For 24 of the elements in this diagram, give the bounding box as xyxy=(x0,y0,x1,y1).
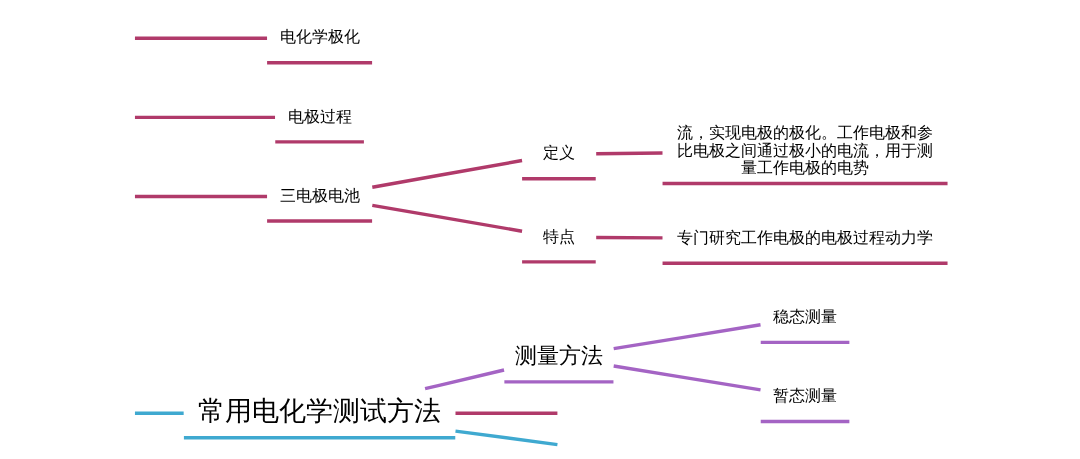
node-text: 三电极电池 xyxy=(279,185,360,205)
connector xyxy=(134,194,267,199)
node-text: 专门研究工作电极的电极过程动力学 xyxy=(676,227,933,247)
node-text: 特点 xyxy=(542,226,575,246)
connector xyxy=(134,36,267,40)
connector xyxy=(134,411,184,415)
connector xyxy=(595,151,662,156)
connector xyxy=(134,115,275,120)
connector xyxy=(424,368,504,391)
connector xyxy=(454,429,558,447)
node-text: 测量方法 xyxy=(514,342,603,368)
connector xyxy=(371,203,522,233)
node-text: 电极过程 xyxy=(287,106,352,126)
connector xyxy=(595,235,662,240)
node-text: 稳态测量 xyxy=(772,307,837,327)
connector xyxy=(455,411,557,415)
node-text: 暂态测量 xyxy=(772,386,837,406)
node-text: 电化学极化 xyxy=(279,27,360,47)
connector xyxy=(612,364,761,392)
connector xyxy=(371,158,522,189)
node-text: 定义 xyxy=(542,143,575,163)
node-text: 常用电化学测试方法 xyxy=(197,395,441,427)
connector xyxy=(612,323,761,351)
node-text: 流，实现电极的极化。工作电极和参比电极之间通过极小的电流，用于测量工作电极的电势 xyxy=(676,122,933,178)
